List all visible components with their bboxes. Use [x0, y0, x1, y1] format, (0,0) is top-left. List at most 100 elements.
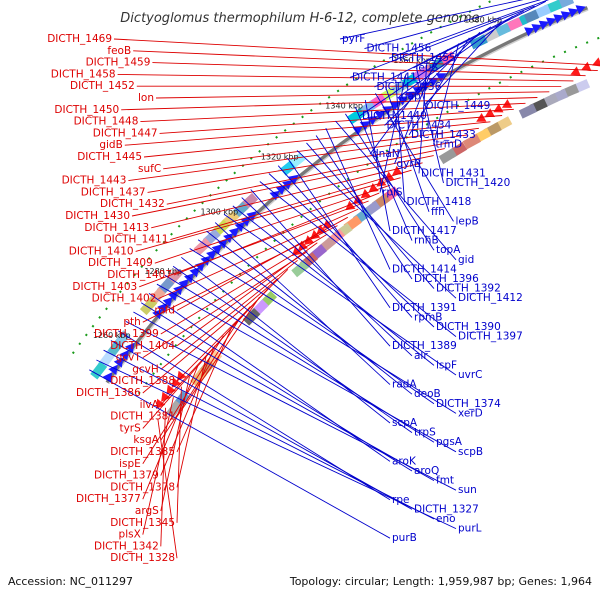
kbp-tick-label: 1320 kbp — [261, 152, 299, 161]
forward-gene-arrow — [392, 165, 403, 176]
left-gene-label: DICTH_1328 — [110, 552, 175, 564]
topology-text: Topology: circular; Length: 1,959,987 bp… — [289, 575, 592, 588]
left-gene-label: lon — [138, 92, 154, 104]
label-connector — [388, 0, 550, 59]
label-connector — [158, 208, 359, 300]
reverse-gene-arrow — [524, 27, 535, 37]
label-connector — [384, 31, 481, 126]
label-connector — [142, 397, 174, 535]
left-gene-label: ksgA — [133, 434, 159, 446]
label-connector — [157, 418, 178, 559]
right-gene-label: DICTH_1431 — [421, 167, 486, 179]
reverse-gene-arrow — [125, 342, 135, 353]
left-gene-label: gcvT — [116, 352, 142, 364]
reverse-gene-arrow — [531, 24, 542, 34]
left-gene-label: DICTH_1447 — [93, 127, 158, 139]
label-connector — [154, 184, 391, 264]
label-connector — [374, 10, 524, 88]
right-gene-label: trpS — [414, 427, 436, 439]
label-connector — [415, 67, 444, 184]
left-gene-label: tyrS — [119, 422, 141, 434]
map-title: Dictyoglomus thermophilum H-6-12, comple… — [120, 11, 479, 26]
left-gene-label: DICTH_1388 — [110, 375, 175, 387]
label-connector — [223, 213, 457, 376]
label-connector — [241, 197, 413, 357]
gene-labels: DICTH_1469feoBDICTH_1459DICTH_1458DICTH_… — [47, 33, 523, 564]
forward-gene-arrow — [156, 398, 166, 409]
kbp-tick-label: 1280 kbp — [144, 267, 182, 276]
reverse-gene-arrow — [374, 111, 385, 121]
right-gene-label: DICTH_1374 — [436, 398, 501, 410]
label-connector — [339, 0, 524, 40]
label-connector — [176, 325, 233, 453]
right-gene-label: fmt — [436, 475, 454, 487]
label-connector — [394, 55, 438, 164]
right-gene-label: lepB — [456, 215, 479, 227]
right-gene-label: rplS — [382, 187, 403, 199]
left-gene-label: DICTH_1386 — [76, 387, 141, 399]
label-connector — [139, 200, 369, 288]
label-connector — [349, 5, 535, 78]
label-connector — [359, 26, 492, 117]
label-connector — [176, 355, 207, 488]
reverse-gene-arrow — [108, 364, 118, 376]
label-connector — [395, 80, 405, 203]
left-gene-label: DICTH_1381 — [110, 411, 175, 423]
accession-text: Accession: NC_011297 — [8, 575, 133, 588]
right-gene-label: DICTH_1456 — [367, 43, 432, 55]
label-connector — [166, 148, 445, 205]
left-gene-label: DICTH_1399 — [94, 328, 159, 340]
label-connector — [152, 62, 586, 77]
left-gene-label: DICTH_1450 — [54, 104, 119, 116]
forward-gene-arrow — [345, 200, 356, 211]
left-gene-label: DICTH_1452 — [70, 80, 135, 92]
label-connector — [335, 120, 457, 261]
forward-gene-arrow — [581, 61, 592, 72]
label-connector — [147, 141, 457, 193]
reverse-gene-arrow — [152, 309, 162, 320]
left-gene-label: DICTH_1437 — [81, 186, 146, 198]
label-connector — [197, 239, 435, 405]
right-gene-label: DICTH_1390 — [436, 321, 501, 333]
label-connector — [125, 320, 457, 491]
forward-gene-arrow — [570, 66, 581, 76]
right-gene-label: DICTH_1392 — [436, 283, 501, 295]
left-gene-label: DICTH_1469 — [47, 33, 112, 45]
label-connector — [142, 251, 308, 358]
reverse-gene-arrow — [228, 227, 239, 238]
right-gene-label: uvrC — [458, 369, 483, 381]
reverse-gene-arrow — [546, 17, 557, 27]
feature-block — [462, 133, 481, 150]
label-connector — [133, 50, 598, 72]
right-gene-label: DICTH_1397 — [458, 331, 523, 343]
right-gene-label: gyrB — [397, 158, 421, 170]
reverse-gene-arrow — [275, 185, 286, 195]
label-connector — [232, 205, 435, 366]
left-gene-label: DICTH_1378 — [110, 481, 175, 493]
left-gene-label: sufC — [138, 163, 161, 175]
right-gene-label: DICTH_1389 — [392, 340, 457, 352]
right-gene-label: DICTH_1440 — [362, 110, 427, 122]
label-connector — [156, 283, 457, 453]
kbp-tick-label: 1340 kbp — [325, 102, 363, 111]
label-connector — [96, 359, 457, 530]
reverse-gene-arrow — [234, 222, 245, 232]
reverse-gene-arrow — [119, 350, 129, 361]
reverse-gene-arrow — [102, 372, 113, 383]
label-connector — [418, 61, 428, 174]
label-connector — [142, 278, 279, 394]
reverse-gene-arrow — [568, 8, 579, 18]
label-connector — [117, 73, 574, 82]
right-gene-label: purL — [458, 523, 482, 535]
label-connector — [306, 142, 435, 289]
right-gene-label: topA — [436, 244, 461, 256]
left-gene-label: plsX — [119, 529, 141, 541]
label-connector — [287, 157, 391, 309]
left-gene-label: mfd — [154, 304, 175, 316]
label-connector — [268, 173, 435, 328]
kbp-tick-label: 1300 kbp — [201, 208, 239, 217]
left-gene-label: ispE — [119, 458, 141, 470]
label-connector — [214, 222, 391, 385]
left-gene-label: DICTH_1403 — [72, 281, 137, 293]
right-gene-label: DICTH_1391 — [392, 302, 457, 314]
